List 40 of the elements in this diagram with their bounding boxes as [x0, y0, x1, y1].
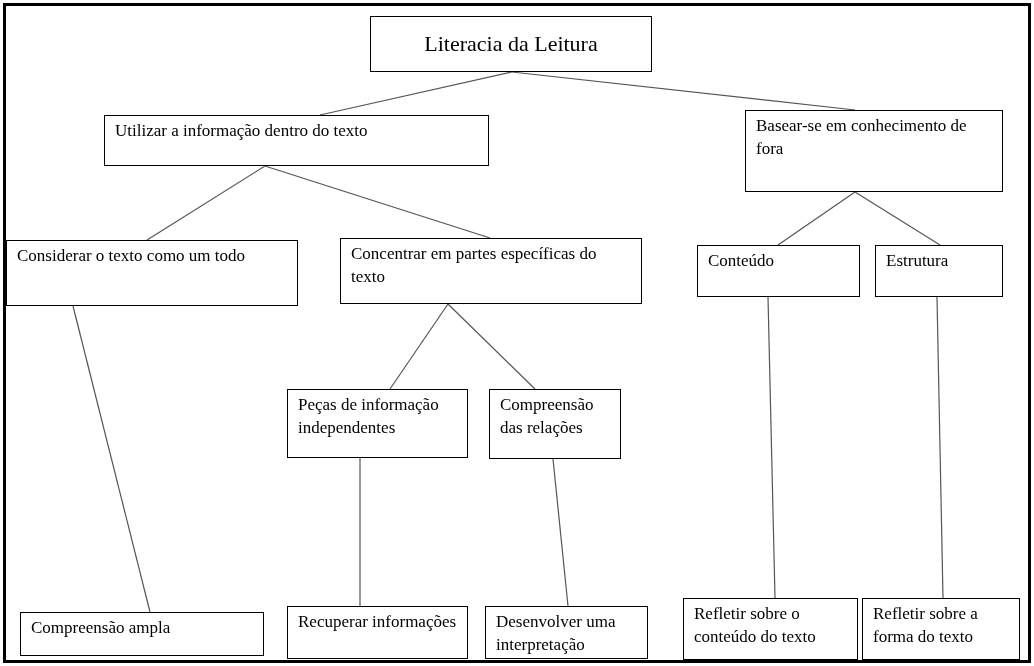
- connector-line: [767, 296, 776, 599]
- text-box: [20, 612, 264, 656]
- connector-line: [146, 165, 266, 241]
- box-label: Utilizar a informação dentro do texto: [115, 121, 368, 140]
- box-label: Concentrar em partes específicas do texto: [351, 244, 597, 286]
- box-label: Considerar o texto como um todo: [17, 246, 246, 265]
- box-label: Desenvolver uma interpretação: [496, 612, 616, 654]
- text-box: [489, 389, 621, 459]
- connector-line: [319, 71, 513, 116]
- text-box: [6, 240, 298, 306]
- box-label: Basear-se em conhecimento de fora: [756, 116, 967, 158]
- text-box: [340, 238, 642, 304]
- text-box: [745, 110, 1003, 192]
- box-label: Estrutura: [886, 251, 949, 270]
- connector-line: [777, 191, 856, 246]
- box-label: Refletir sobre a forma do texto: [873, 604, 978, 646]
- box-label: Peças de informação independentes: [298, 395, 439, 437]
- box-label: Compreensão das relações: [500, 395, 594, 437]
- box-label: Compreensão ampla: [31, 618, 171, 637]
- text-box: [287, 606, 468, 659]
- connector-line: [389, 303, 449, 390]
- text-box: [862, 598, 1020, 660]
- connector-line: [936, 296, 944, 599]
- connector-line: [359, 457, 361, 607]
- connector-line: [264, 165, 491, 239]
- text-box: [104, 115, 489, 166]
- text-box: [697, 245, 860, 297]
- connector-line: [854, 191, 941, 246]
- box-label: Recuperar informações: [298, 612, 457, 631]
- text-box: [875, 245, 1003, 297]
- connector-line: [72, 305, 151, 613]
- box-label: Conteúdo: [708, 251, 775, 270]
- connector-line: [552, 458, 569, 607]
- text-box: [287, 389, 468, 458]
- text-box: [683, 598, 858, 660]
- connector-line: [447, 303, 536, 390]
- box-label: Literacia da Leitura: [424, 30, 598, 59]
- text-box: [485, 606, 648, 659]
- box-label: Refletir sobre o conteúdo do texto: [694, 604, 816, 646]
- text-box: [370, 16, 652, 72]
